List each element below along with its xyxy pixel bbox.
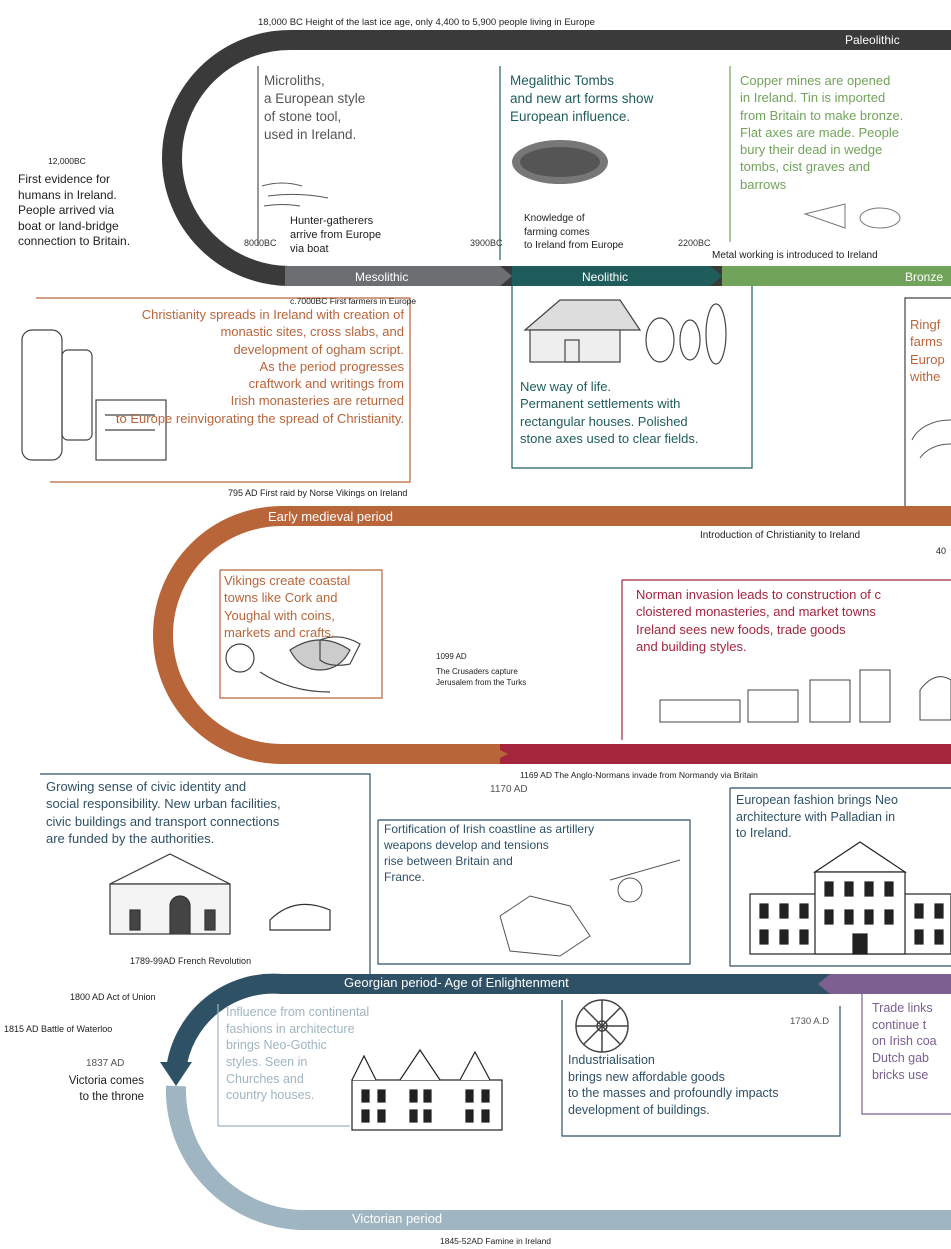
cross-slab-sketch [21,329,167,461]
first-humans-year: 12,000BC [48,156,86,166]
viking-artifacts-sketch [225,636,361,693]
trade-text: Trade links continue t on Irish coa Dutc… [872,1001,937,1082]
continental-text: Influence from continental fashions in a… [226,1005,370,1103]
microliths-sketch [261,182,329,207]
georgian-label: Georgian period- Age of Enlightenment [344,975,569,990]
famine-caption: 1845-52AD Famine in Ireland [440,1236,552,1246]
first-humans-note: First evidence for humans in Ireland. Pe… [18,172,131,249]
early-medieval-label: Early medieval period [268,509,394,524]
civic-frame [40,773,371,974]
mesolithic-label: Mesolithic [355,270,409,284]
norman-arrow-tip [488,744,508,764]
norman-monastery-sketch [659,669,951,723]
georgian-house-sketch [749,841,951,955]
civic-building-sketch [109,853,331,935]
georgian-band [166,973,830,1072]
mesolithic-arrow [500,266,512,286]
crusades-year: 1099 AD [436,652,467,661]
bronze-segment [722,266,951,286]
viking-raid-caption: 795 AD First raid by Norse Vikings on Ir… [228,488,408,498]
crusades-caption: The Crusaders capture Jerusalem from the… [436,667,527,688]
ringfort-frame [904,297,951,506]
fortification-frame [377,819,691,965]
metal-year: 2200BC [678,238,711,248]
first-farmers-caption: c.7000BC First farmers in Europe [290,296,417,306]
act-union-caption: 1800 AD Act of Union [70,992,156,1002]
victoria-year: 1837 AD [86,1058,125,1069]
paleolithic-band [162,30,951,286]
victorian-label: Victorian period [352,1211,443,1226]
fortification-text: Fortification of Irish coastline as arti… [384,822,595,884]
bronze-axes-sketch [803,203,901,229]
megalithic-tomb-sketch [512,140,608,184]
new-way-text: New way of life. Permanent settlements w… [520,379,699,446]
christianity-text: Christianity spreads in Ireland with cre… [115,307,404,426]
mesolithic-segment [285,266,500,286]
wheel-sketch [575,999,629,1053]
year-1170: 1170 AD [490,784,528,795]
georgian-arrow [160,1062,192,1086]
european-fashion-text: European fashion brings Neo architecture… [736,793,898,841]
anglo-norman-caption: 1169 AD The Anglo-Normans invade from No… [520,770,758,780]
vikings-frame [219,569,383,699]
ice-age-caption: 18,000 BC Height of the last ice age, on… [258,17,595,28]
neolithic-arrow [710,266,722,286]
megalithic-text: Megalithic Tombs and new art forms show … [510,73,654,124]
european-frame [729,788,951,967]
neolithic-label: Neolithic [582,270,629,284]
neolithic-new-way-frame [511,286,753,469]
vikings-text: Vikings create coastal towns like Cork a… [224,573,351,640]
farming-year: 3900BC [470,238,503,248]
ringfort-sketch [911,419,951,459]
hunter-year: 8000BC [244,238,277,248]
hunter-gatherers-text: Hunter-gatherers arrive from Europe via … [290,215,382,256]
christianity-intro-caption: Introduction of Christianity to Ireland [700,530,861,541]
year-1730: 1730 A.D [790,1016,830,1027]
continental-frame [217,1004,350,1127]
french-revolution-caption: 1789-99AD French Revolution [130,956,252,966]
metal-working-text: Metal working is introduced to Ireland [712,250,878,261]
victoria-text: Victoria comes to the throne [68,1075,144,1103]
christianity-frame [36,297,411,483]
civic-text: Growing sense of civic identity and soci… [46,779,281,846]
fortification-sketch [499,859,681,957]
farming-text: Knowledge of farming comes to Ireland fr… [524,213,624,251]
ringfort-text: Ringf farms Europ withe [910,317,945,384]
early-medieval-band [153,506,951,764]
christianity-intro-year: 40 [936,546,947,556]
trade-frame [861,994,951,1115]
neolithic-house-sketch [523,299,727,365]
waterloo-caption: 1815 AD Battle of Waterloo [4,1024,113,1034]
copper-text: Copper mines are opened in Ireland. Tin … [740,73,904,192]
industrial-frame [561,1000,841,1137]
victorian-band [165,1085,951,1230]
bronze-label: Bronze [905,270,944,284]
neo-gothic-house-sketch [351,1048,503,1131]
georgian-right-arrow [818,974,830,994]
industrial-text: Industrialisation brings new affordable … [568,1053,779,1117]
georgian-right-segment [830,974,951,994]
norman-segment [500,744,951,764]
norman-text: Norman invasion leads to construction of… [636,587,881,654]
paleolithic-label: Paleolithic [845,33,900,47]
neolithic-segment [512,266,710,286]
microliths-text: Microliths, a European style of stone to… [264,73,366,142]
